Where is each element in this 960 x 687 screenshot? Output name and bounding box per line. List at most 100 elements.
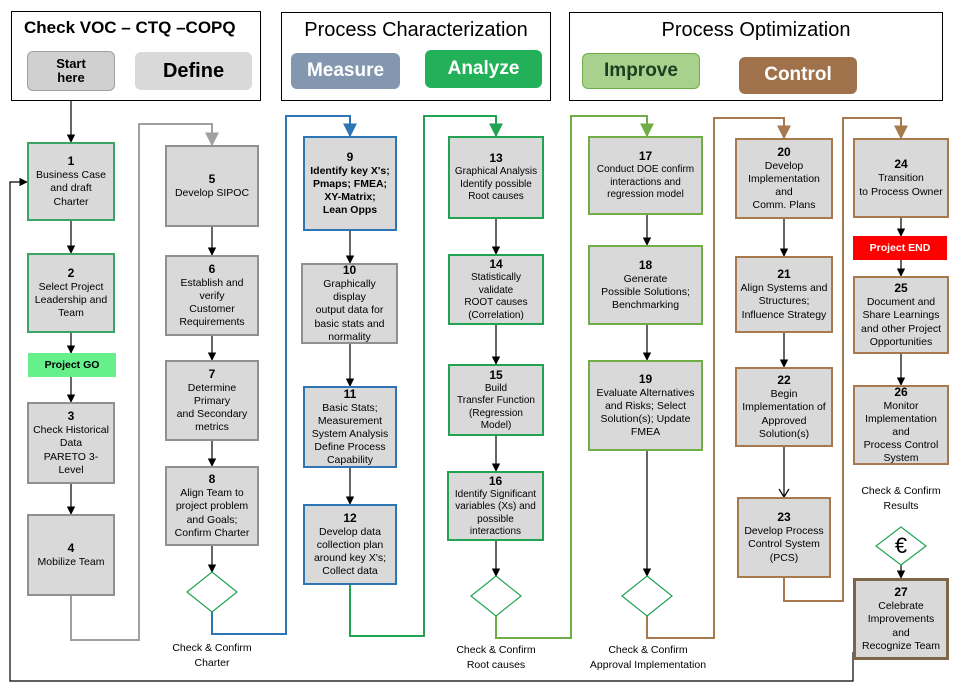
step-number: 12 — [343, 510, 357, 525]
step-number: 16 — [488, 473, 503, 488]
step-number: 13 — [489, 151, 503, 166]
start-here-button[interactable]: Start here — [27, 51, 115, 91]
caption-check-confirm-charter: Check & Confirm Charter — [172, 642, 252, 670]
step-16-significant-variables[interactable]: 16 Identify Significant variables (Xs) a… — [447, 471, 544, 541]
project-go-badge: Project GO — [28, 353, 116, 377]
step-number: 6 — [208, 261, 216, 276]
step-label: Begin Implementation of Approved Solutio… — [742, 388, 826, 440]
step-15-transfer-function[interactable]: 15 Build Transfer Function (Regression M… — [448, 364, 544, 436]
step-6-customer-requirements[interactable]: 6 Establish and verify Customer Requirem… — [165, 255, 259, 336]
step-5-develop-sipoc[interactable]: 5 Develop SIPOC — [165, 145, 259, 227]
step-number: 5 — [208, 171, 216, 186]
step-number: 23 — [777, 510, 791, 525]
step-23-develop-pcs[interactable]: 23 Develop Process Control System (PCS) — [737, 497, 831, 578]
step-number: 15 — [489, 367, 503, 382]
step-label: Identify Significant variables (Xs) and … — [454, 488, 537, 538]
step-label: Evaluate Alternatives and Risks; Select … — [596, 386, 695, 439]
step-label: Develop Process Control System (PCS) — [744, 525, 824, 564]
step-number: 26 — [894, 384, 908, 399]
step-number: 11 — [343, 386, 357, 401]
define-phase-button[interactable]: Define — [135, 52, 252, 90]
step-number: 17 — [638, 149, 653, 164]
step-number: 1 — [67, 154, 75, 169]
step-number: 25 — [894, 281, 908, 296]
step-12-data-collection-plan[interactable]: 12 Develop data collection plan around k… — [303, 504, 397, 585]
step-number: 10 — [342, 263, 357, 278]
step-label: Conduct DOE confirm interactions and reg… — [596, 164, 695, 201]
step-label: Build Transfer Function (Regression Mode… — [457, 382, 535, 432]
step-label: Select Project Leadership and Team — [34, 280, 108, 320]
step-label: Determine Primary and Secondary metrics — [176, 381, 248, 434]
step-label: Mobilize Team — [37, 555, 105, 568]
step-label: Identify key X's; Pmaps; FMEA; XY-Matrix… — [310, 164, 390, 217]
characterization-title: Process Characterization — [304, 19, 528, 41]
step-19-evaluate-alternatives[interactable]: 19 Evaluate Alternatives and Risks; Sele… — [588, 360, 703, 451]
decision-diamond-approval — [621, 575, 673, 617]
improve-phase-button[interactable]: Improve — [582, 53, 700, 89]
step-label: Business Case and draft Charter — [35, 169, 107, 208]
step-22-begin-implementation[interactable]: 22 Begin Implementation of Approved Solu… — [735, 367, 833, 447]
step-number: 24 — [894, 157, 908, 172]
caption-check-confirm-root-causes: Check & Confirm Root causes — [456, 644, 536, 672]
caption-check-confirm-results: Check & Confirm Results — [861, 485, 941, 513]
step-14-validate-root-causes[interactable]: 14 Statistically validate ROOT causes (C… — [448, 254, 544, 325]
step-18-generate-solutions[interactable]: 18 Generate Possible Solutions; Benchmar… — [588, 245, 703, 325]
step-label: Develop SIPOC — [174, 186, 250, 199]
step-label: Generate Possible Solutions; Benchmarkin… — [601, 272, 690, 312]
euro-icon: € — [894, 533, 908, 558]
step-20-implementation-plans[interactable]: 20 Develop Implementation and Comm. Plan… — [735, 138, 833, 219]
analyze-phase-button[interactable]: Analyze — [425, 50, 542, 88]
step-number: 7 — [208, 366, 216, 381]
step-number: 21 — [777, 267, 791, 282]
step-number: 22 — [777, 373, 791, 388]
step-number: 14 — [489, 257, 503, 271]
step-7-primary-metrics[interactable]: 7 Determine Primary and Secondary metric… — [165, 360, 259, 441]
step-number: 18 — [638, 257, 653, 272]
step-8-align-team[interactable]: 8 Align Team to project problem and Goal… — [165, 466, 259, 546]
step-number: 9 — [346, 149, 354, 164]
step-label: Align Systems and Structures; Influence … — [740, 282, 828, 321]
step-25-document-learnings[interactable]: 25 Document and Share Learnings and othe… — [853, 276, 949, 354]
decision-diamond-results — [875, 526, 927, 566]
step-26-monitor-implementation[interactable]: 26 Monitor Implementation and Process Co… — [853, 385, 949, 465]
step-number: 19 — [638, 371, 653, 386]
step-3-historical-data[interactable]: 3 Check Historical Data PARETO 3-Level — [27, 402, 115, 484]
optimization-title: Process Optimization — [661, 19, 851, 41]
step-label: Align Team to project problem and Goals;… — [174, 487, 250, 539]
step-24-transition-owner[interactable]: 24 Transition to Process Owner — [853, 138, 949, 218]
step-label: Monitor Implementation and Process Contr… — [863, 399, 939, 465]
step-2-select-leadership[interactable]: 2 Select Project Leadership and Team — [27, 253, 115, 333]
step-4-mobilize-team[interactable]: 4 Mobilize Team — [27, 514, 115, 596]
step-9-identify-key-xs[interactable]: 9 Identify key X's; Pmaps; FMEA; XY-Matr… — [303, 136, 397, 231]
step-number: 3 — [67, 409, 75, 424]
step-label: Basic Stats; Measurement System Analysis… — [311, 401, 389, 467]
step-13-graphical-analysis[interactable]: 13 Graphical Analysis Identify possible … — [448, 136, 544, 219]
step-label: Establish and verify Customer Requiremen… — [179, 276, 245, 329]
step-number: 8 — [208, 472, 216, 487]
measure-phase-button[interactable]: Measure — [291, 53, 400, 89]
control-phase-button[interactable]: Control — [739, 57, 857, 94]
step-label: Document and Share Learnings and other P… — [861, 296, 941, 348]
step-label: Develop data collection plan around key … — [313, 525, 387, 578]
step-label: Transition to Process Owner — [859, 172, 943, 198]
step-17-conduct-doe[interactable]: 17 Conduct DOE confirm interactions and … — [588, 136, 703, 215]
step-10-graphical-display[interactable]: 10 Graphically display output data for b… — [301, 263, 398, 344]
step-label: Check Historical Data PARETO 3-Level — [33, 424, 109, 476]
step-1-business-case[interactable]: 1 Business Case and draft Charter — [27, 142, 115, 221]
step-27-celebrate[interactable]: 27 Celebrate Improvements and Recognize … — [853, 578, 949, 660]
step-number: 20 — [777, 144, 791, 159]
step-label: Graphically display output data for basi… — [314, 278, 385, 343]
step-number: 4 — [67, 540, 75, 555]
step-label: Develop Implementation and Comm. Plans — [748, 159, 820, 212]
step-number: 27 — [894, 585, 908, 600]
step-number: 2 — [67, 265, 75, 280]
step-label: Graphical Analysis Identify possible Roo… — [454, 166, 538, 203]
caption-check-confirm-approval: Check & Confirm Approval Implementation — [589, 644, 707, 672]
decision-diamond-root-causes — [470, 575, 522, 617]
voc-title: Check VOC – CTQ –COPQ — [24, 18, 236, 37]
step-label: Statistically validate ROOT causes (Corr… — [464, 272, 528, 321]
project-end-badge: Project END — [853, 236, 947, 260]
step-21-align-systems[interactable]: 21 Align Systems and Structures; Influen… — [735, 256, 833, 333]
step-11-basic-stats[interactable]: 11 Basic Stats; Measurement System Analy… — [303, 386, 397, 468]
